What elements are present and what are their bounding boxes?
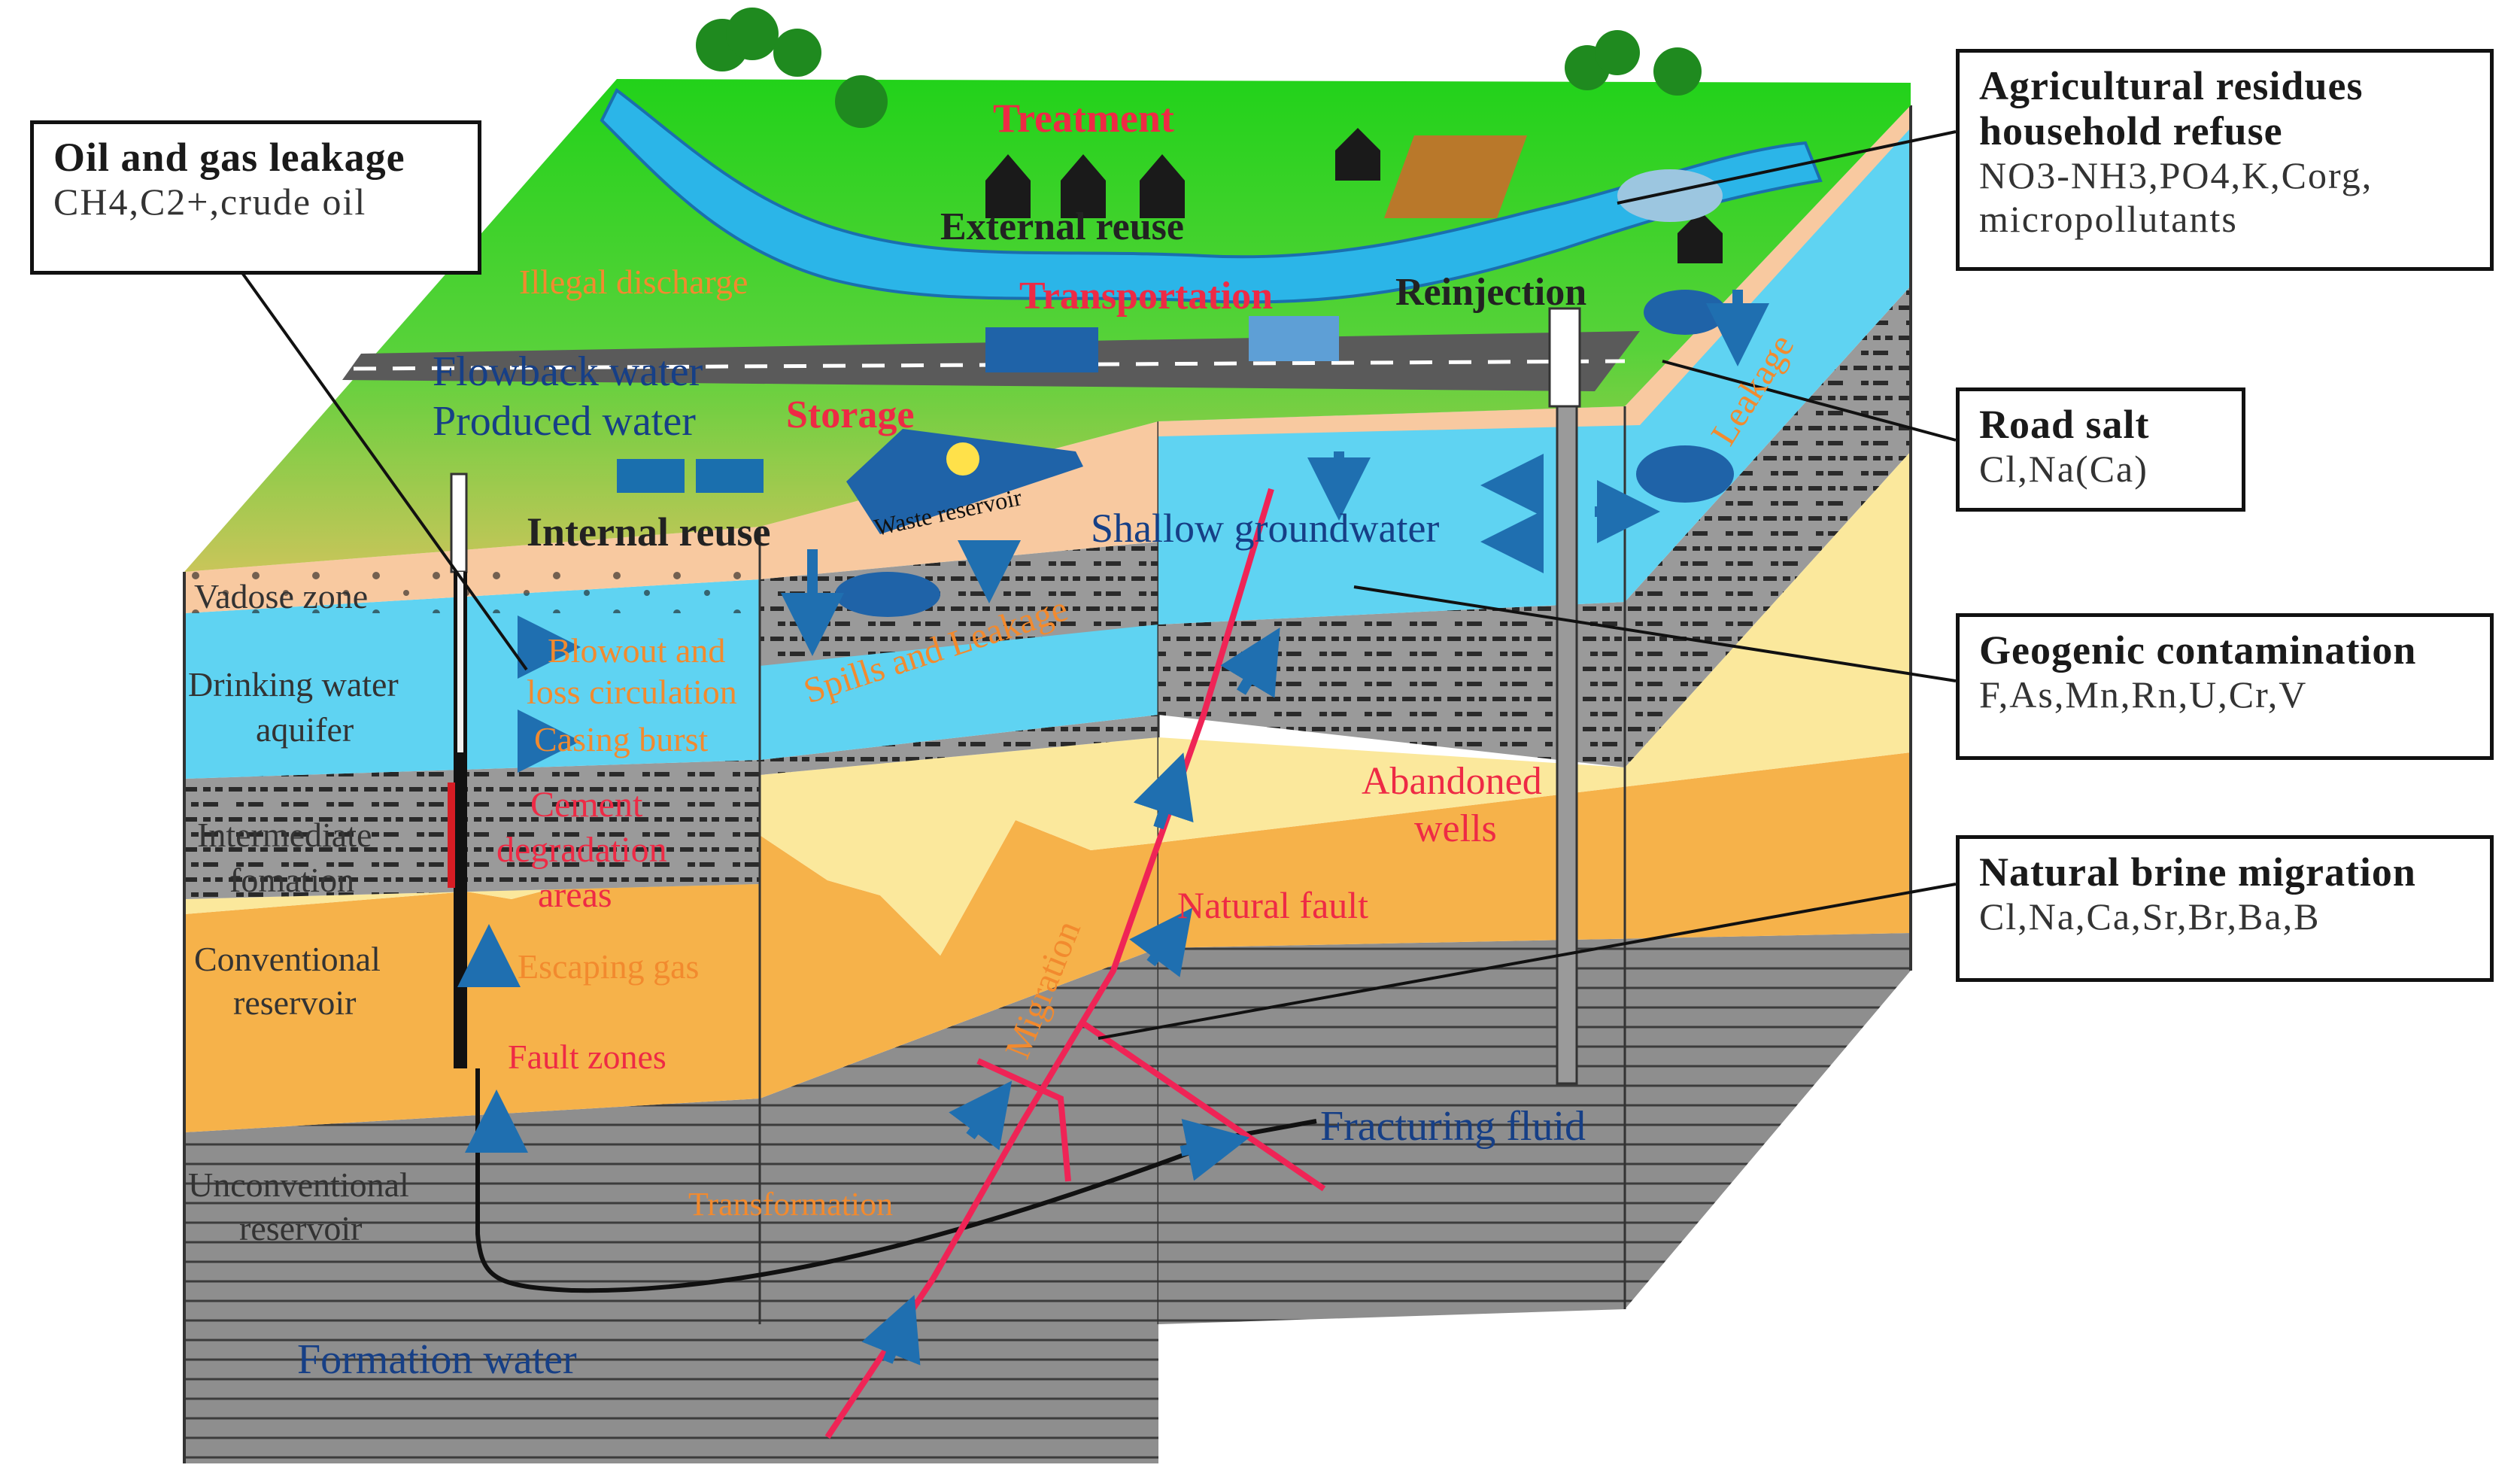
label-storage: Storage <box>786 394 914 436</box>
label-external-reuse: External reuse <box>940 205 1184 248</box>
callout-agricultural-title-2: household refuse <box>1979 108 2283 153</box>
label-cement-2: degradation <box>496 830 667 870</box>
callout-agricultural-title-1: Agricultural residues <box>1979 63 2364 108</box>
callout-agricultural: Agricultural residues household refuse N… <box>1956 49 2494 271</box>
label-transportation: Transportation <box>1019 275 1273 318</box>
layer-unconventional-2: reservoir <box>239 1209 362 1247</box>
callout-brine-title: Natural brine migration <box>1979 849 2416 895</box>
callout-leaders <box>239 130 1957 1040</box>
label-natural-fault: Natural fault <box>1177 884 1368 926</box>
layer-intermediate-2: fomation <box>229 861 354 899</box>
callout-oil-gas-leakage: Oil and gas leakage CH4,C2+,crude oil <box>30 120 481 275</box>
callout-road-salt-title: Road salt <box>1979 402 2150 447</box>
label-cement-3: areas <box>538 875 612 915</box>
label-shallow-groundwater: Shallow groundwater <box>1091 506 1439 551</box>
label-abandoned-2: wells <box>1414 807 1497 850</box>
label-fault-zones: Fault zones <box>508 1038 666 1076</box>
label-casing-burst: Casing burst <box>534 720 709 758</box>
label-reinjection: Reinjection <box>1395 271 1586 314</box>
layer-conventional-2: reservoir <box>233 983 356 1022</box>
layer-vadose: Vadose zone <box>194 577 368 615</box>
label-cement-1: Cement <box>530 785 643 825</box>
label-blowout-2: loss circulation <box>527 673 737 711</box>
callout-oil-gas-body: CH4,C2+,crude oil <box>53 181 367 223</box>
label-fracturing-fluid: Fracturing fluid <box>1320 1103 1586 1150</box>
top-surface <box>184 8 1911 617</box>
callout-geogenic-title: Geogenic contamination <box>1979 628 2417 673</box>
label-transformation: Transformation <box>688 1186 893 1223</box>
layer-unconventional-1: Unconventional <box>188 1165 409 1204</box>
callout-geogenic-body: F,As,Mn,Rn,U,Cr,V <box>1979 673 2308 716</box>
callout-agricultural-body-1: NO3-NH3,PO4,K,Corg, <box>1979 154 2373 196</box>
callout-oil-gas-title: Oil and gas leakage <box>53 135 405 180</box>
label-escaping-gas: Escaping gas <box>518 947 699 986</box>
callout-natural-brine: Natural brine migration Cl,Na,Ca,Sr,Br,B… <box>1956 835 2494 982</box>
label-flowback-water: Flowback water <box>433 348 703 395</box>
callout-geogenic: Geogenic contamination F,As,Mn,Rn,U,Cr,V <box>1956 613 2494 760</box>
callout-road-salt-body: Cl,Na(Ca) <box>1979 448 2148 490</box>
flow-arrows <box>457 290 1769 1366</box>
layer-drinking-2: aquifer <box>256 710 354 749</box>
label-treatment: Treatment <box>993 96 1174 141</box>
label-abandoned-1: Abandoned <box>1362 760 1542 803</box>
label-blowout-1: Blowout and <box>548 631 725 670</box>
label-internal-reuse: Internal reuse <box>527 509 770 555</box>
callout-road-salt: Road salt Cl,Na(Ca) <box>1956 387 2245 512</box>
label-produced-water: Produced water <box>433 398 696 445</box>
callout-brine-body: Cl,Na,Ca,Sr,Br,Ba,B <box>1979 895 2321 938</box>
layer-intermediate-1: Intermediate <box>197 816 372 854</box>
front-left-face <box>183 421 1160 1463</box>
layer-conventional-1: Conventional <box>194 940 381 978</box>
callout-agricultural-body-2: micropollutants <box>1979 198 2238 240</box>
layer-drinking-1: Drinking water <box>188 665 399 704</box>
label-illegal-discharge: Illegal discharge <box>519 263 748 301</box>
label-formation-water: Formation water <box>297 1336 577 1383</box>
